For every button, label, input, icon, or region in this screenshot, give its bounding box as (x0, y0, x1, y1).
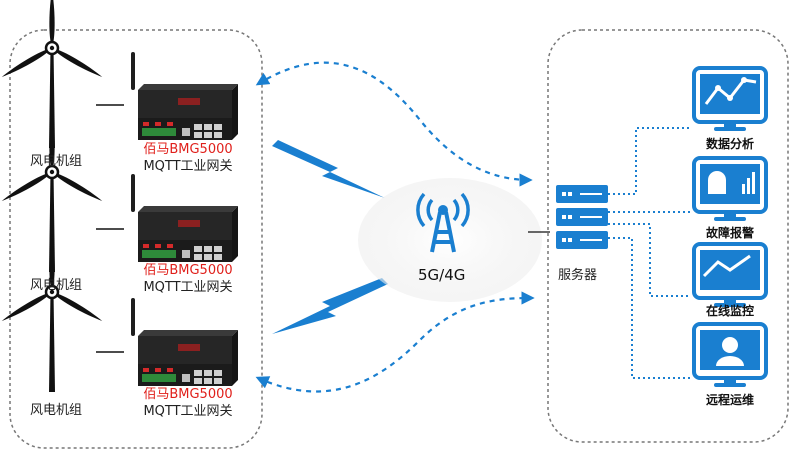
engineer-monitor-icon (692, 322, 768, 389)
wind-turbine-icon (0, 232, 105, 394)
gateway-brand: 佰马BMG5000 (143, 387, 233, 402)
server-label: 服务器 (558, 268, 598, 283)
signal-bolt-icon (272, 140, 385, 198)
gateway-caption: 佰马BMG5000 MQTT工业网关 (128, 262, 248, 296)
alarm-monitor-icon (692, 156, 768, 223)
gateway-caption: 佰马BMG5000 MQTT工业网关 (128, 141, 248, 175)
gateway-desc: MQTT工业网关 (143, 280, 233, 295)
function-label-fault-alarm: 故障报警 (705, 226, 754, 240)
function-label-online-monitoring: 在线监控 (705, 304, 754, 318)
gateway-device-icon (131, 174, 238, 262)
turbine-label: 风电机组 (30, 403, 83, 418)
gateway-desc: MQTT工业网关 (143, 404, 233, 419)
gateway-brand: 佰马BMG5000 (143, 263, 233, 278)
gateway-device-icon (131, 298, 238, 386)
server-icon (556, 185, 608, 249)
turbine-label: 风电机组 (30, 154, 83, 169)
network-label: 5G/4G (418, 266, 466, 284)
link-arc-top (255, 61, 533, 187)
gateway-brand: 佰马BMG5000 (143, 142, 233, 157)
link-arc-bottom (255, 291, 535, 393)
function-label-remote-ops: 远程运维 (705, 393, 754, 407)
right-group-frame (547, 29, 789, 443)
gateway-device-icon (131, 52, 238, 140)
turbine-label: 风电机组 (30, 278, 83, 293)
server-function-links (608, 127, 690, 379)
cell-tower-icon (416, 192, 470, 253)
function-label-data-analysis: 数据分析 (705, 137, 754, 151)
signal-bolt-icon (272, 278, 388, 334)
gateway-desc: MQTT工业网关 (143, 159, 233, 174)
left-group-frame (9, 29, 263, 449)
gateway-caption: 佰马BMG5000 MQTT工业网关 (128, 386, 248, 420)
